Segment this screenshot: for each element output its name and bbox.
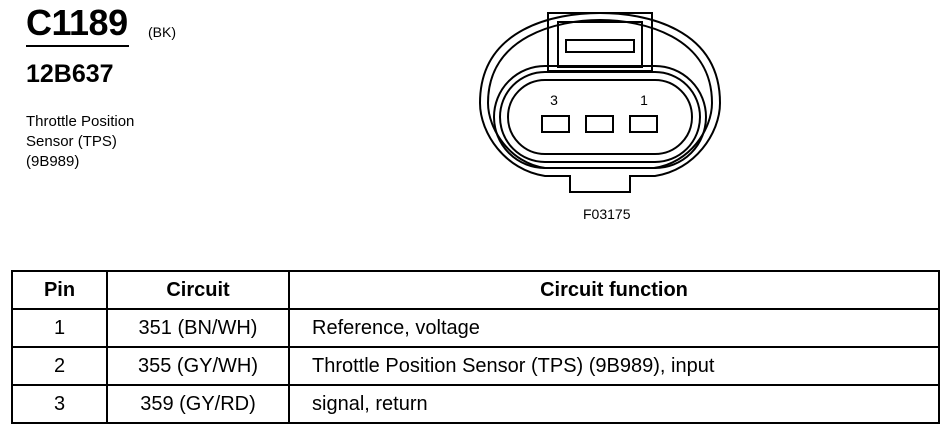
- header-pin: Pin: [11, 270, 108, 310]
- component-description: Throttle Position Sensor (TPS) (9B989): [26, 112, 134, 172]
- figure-id: F03175: [583, 206, 631, 222]
- cell-pin: 3: [11, 384, 108, 424]
- cell-circuit: 351 (BN/WH): [106, 308, 290, 348]
- cell-function: Throttle Position Sensor (TPS) (9B989), …: [288, 346, 940, 386]
- cell-pin: 1: [11, 308, 108, 348]
- description-line: Sensor (TPS): [26, 133, 117, 150]
- table-row: 2 355 (GY/WH) Throttle Position Sensor (…: [11, 346, 940, 386]
- pin-label-right: 1: [640, 92, 648, 108]
- cell-circuit: 355 (GY/WH): [106, 346, 290, 386]
- description-line: Throttle Position: [26, 113, 135, 130]
- pin-label-left: 3: [550, 92, 558, 108]
- cell-function: Reference, voltage: [288, 308, 940, 348]
- connector-id: C1189: [26, 2, 128, 43]
- seal-ring-middle: [499, 71, 701, 163]
- connector-color-code: (BK): [148, 24, 176, 40]
- table-row: 3 359 (GY/RD) signal, return: [11, 384, 940, 424]
- locking-tab-bar: [565, 39, 635, 53]
- cell-circuit: 359 (GY/RD): [106, 384, 290, 424]
- seal-ring-outer: [493, 65, 707, 169]
- description-line: (9B989): [26, 153, 80, 170]
- terminal-pin-2: [585, 115, 614, 133]
- connector-face-diagram: 3 1: [478, 11, 722, 193]
- pin-cavity: [507, 79, 693, 155]
- terminal-pin-3: [541, 115, 570, 133]
- cell-pin: 2: [11, 346, 108, 386]
- header-circuit-function: Circuit function: [288, 270, 940, 310]
- table-row: 1 351 (BN/WH) Reference, voltage: [11, 308, 940, 348]
- title-underline: [26, 45, 129, 47]
- cell-function: signal, return: [288, 384, 940, 424]
- terminal-pin-1: [629, 115, 658, 133]
- part-number: 12B637: [26, 60, 114, 88]
- pin-table: Pin Circuit Circuit function 1 351 (BN/W…: [11, 270, 940, 424]
- locking-tab-inner: [557, 21, 643, 68]
- table-header-row: Pin Circuit Circuit function: [11, 270, 940, 310]
- header-circuit: Circuit: [106, 270, 290, 310]
